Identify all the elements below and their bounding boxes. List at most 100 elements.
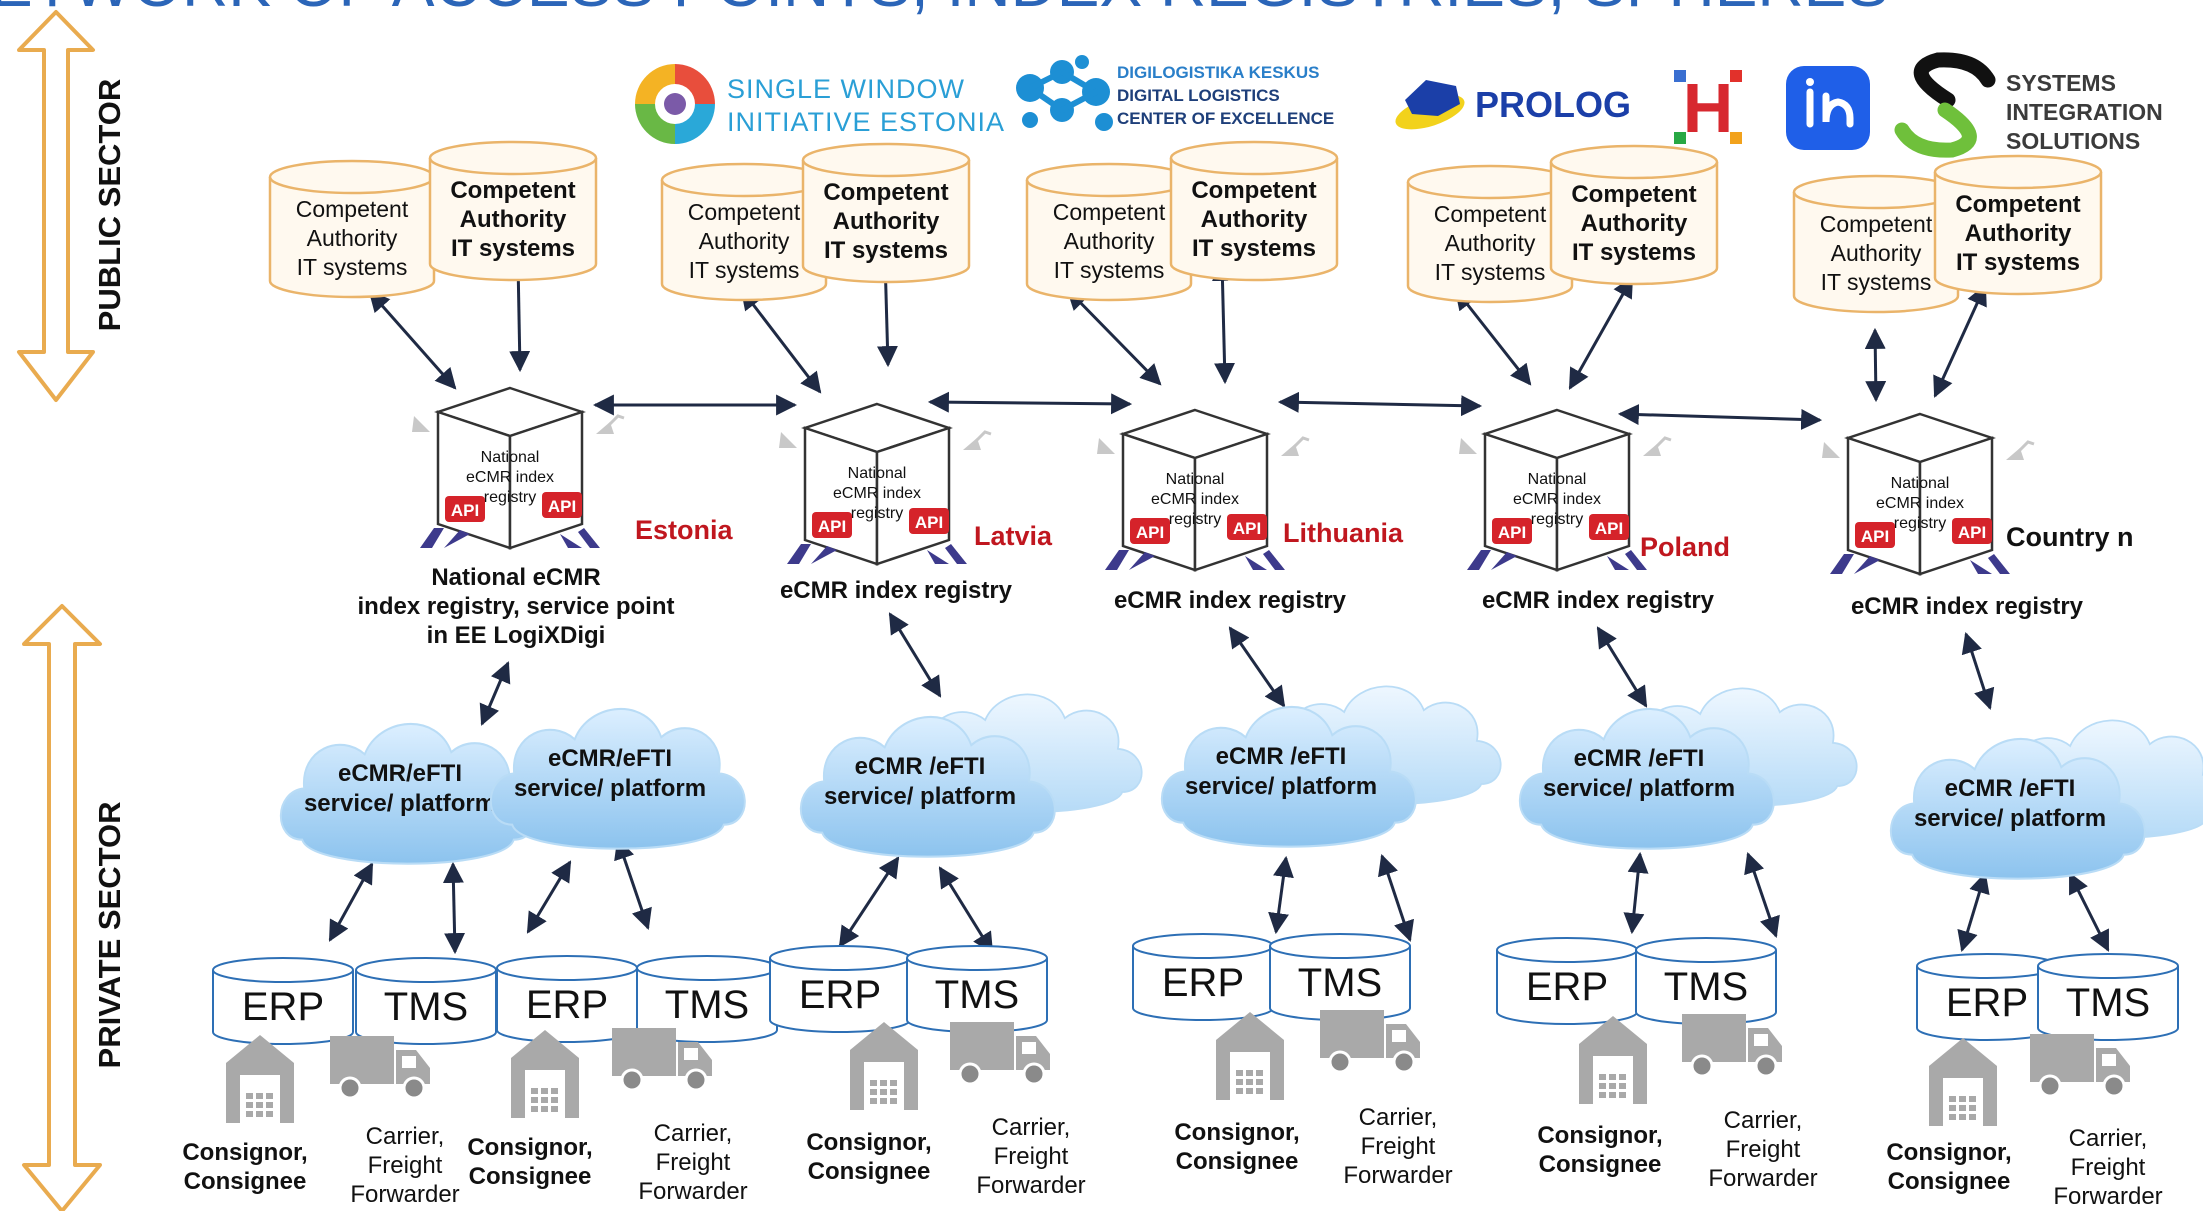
api-badge [1130,518,1170,544]
api-badge-label: API [1498,523,1526,542]
api-wedge [811,546,837,564]
cloud-label-line: service/ platform [1185,773,1377,800]
warehouse-box [246,1111,253,1117]
connector-arrow [927,391,1133,415]
cylinder-body [1406,182,1574,304]
warehouse-icon [1579,1016,1647,1104]
truck-icon [2030,1034,2130,1098]
system-cylinder-top [906,945,1048,971]
warehouse-box [1609,1074,1616,1080]
api-badge-label: API [915,513,943,532]
carrier-label-line: Carrier, [1359,1104,1438,1131]
grey-arrow-icon [596,422,614,434]
public-sector-label: PUBLIC SECTOR [92,79,127,332]
page-title: ETWORK OF ACCESS POINTS, INDEX REGISTRIE… [0,0,1889,20]
connector-arrow [1961,632,1995,710]
system-cylinder-label: TMS [2066,981,2150,1025]
api-wedge [1467,550,1491,570]
truck-wheel [338,1076,362,1100]
warehouse-box [1959,1096,1966,1102]
cube-label-line: eCMR index [1876,495,1964,512]
truck-wheel [1392,1050,1416,1074]
api-wedge [1830,554,1854,574]
warehouse-box [246,1102,253,1108]
cylinder-label-line: Competent [1571,181,1696,208]
digilogistika-logo-line2: DIGITAL LOGISTICS [1117,86,1280,105]
api-badge [445,496,485,522]
system-cylinder-label: ERP [242,985,324,1029]
warehouse-box [1619,1074,1626,1080]
connector-arrow [442,861,466,955]
connector-arrow [1211,259,1236,385]
connector-arrow [1864,327,1887,403]
registry-label-line: in EE LogiXDigi [427,622,606,649]
carrier-label-line: Freight [1361,1133,1436,1160]
system-cylinder-body [2037,966,2179,1041]
api-wedge [787,544,811,564]
warehouse-box [1959,1114,1966,1120]
warehouse-box [1969,1096,1976,1102]
cylinder-body [660,180,828,302]
country-name-4: Poland [1640,532,1730,562]
cloud-label-line: eCMR /eFTI [1216,743,1347,770]
truck-window [1392,1030,1406,1042]
warehouse-box [870,1089,877,1095]
connector-arrow [1268,855,1294,935]
single-window-logo-icon [635,64,715,144]
truck-wheel [684,1068,708,1092]
warehouse-box [1619,1092,1626,1098]
private-sector-label: PRIVATE SECTOR [92,802,127,1069]
erp-cylinder: ERP [212,957,354,1045]
system-cylinder-top [2037,953,2179,979]
tms-cylinder: TMS [1269,933,1411,1021]
connector-arrow [614,838,652,930]
carrier-label-line: Freight [368,1152,443,1179]
cylinder-label-line: IT systems [1572,239,1696,266]
api-wedge [1988,554,2010,574]
consignor-label-line: Consignor, [182,1139,307,1166]
cylinder-top [1933,154,2103,190]
registry-label-line: eCMR index registry [1482,587,1715,614]
carrier-label-line: Forwarder [976,1172,1085,1199]
cylinder-label-line: Competent [1955,191,2080,218]
connector-arrow [328,862,374,942]
system-cylinder-body [769,958,911,1033]
cloud-shape [1889,738,2146,880]
cylinder-label-line: Competent [296,196,409,222]
system-cylinder-label: ERP [799,973,881,1017]
warehouse-box [541,1106,548,1112]
connector-arrow [1744,852,1780,938]
cylinder-body [1169,158,1339,282]
digilogistika-logo-line3: CENTER OF EXCELLENCE [1117,109,1334,128]
grey-arrow-icon [1097,438,1115,454]
cylinder-top [268,159,436,195]
warehouse-box [531,1097,538,1103]
cylinder-label-line: Authority [699,228,790,254]
carrier-label-line: Carrier, [2069,1125,2148,1152]
cloud-label-line: service/ platform [304,790,496,817]
cylinder-top [1406,164,1574,200]
cloud-label-line: eCMR /eFTI [855,753,986,780]
connector-arrow [1277,391,1483,417]
private-sector-arrow [22,604,102,1211]
api-wedge [444,530,470,548]
grey-arrow-icon [963,438,981,450]
systems-integration-line2: INTEGRATION [2006,99,2163,125]
cylinder-top [1025,162,1193,198]
warehouse-box [1969,1105,1976,1111]
api-wedge [1245,556,1267,570]
erp-cylinder: ERP [1916,953,2058,1041]
connector-arrow [1568,276,1634,390]
api-wedge [1491,552,1517,570]
platform-cloud-4: eCMR /eFTI service/ platform [1160,706,1417,848]
consignor-label-line: Consignee [1176,1148,1299,1175]
systems-integration-logo-icon [1894,52,1996,158]
truck-cargo [1682,1014,1746,1062]
warehouse-box [256,1093,263,1099]
